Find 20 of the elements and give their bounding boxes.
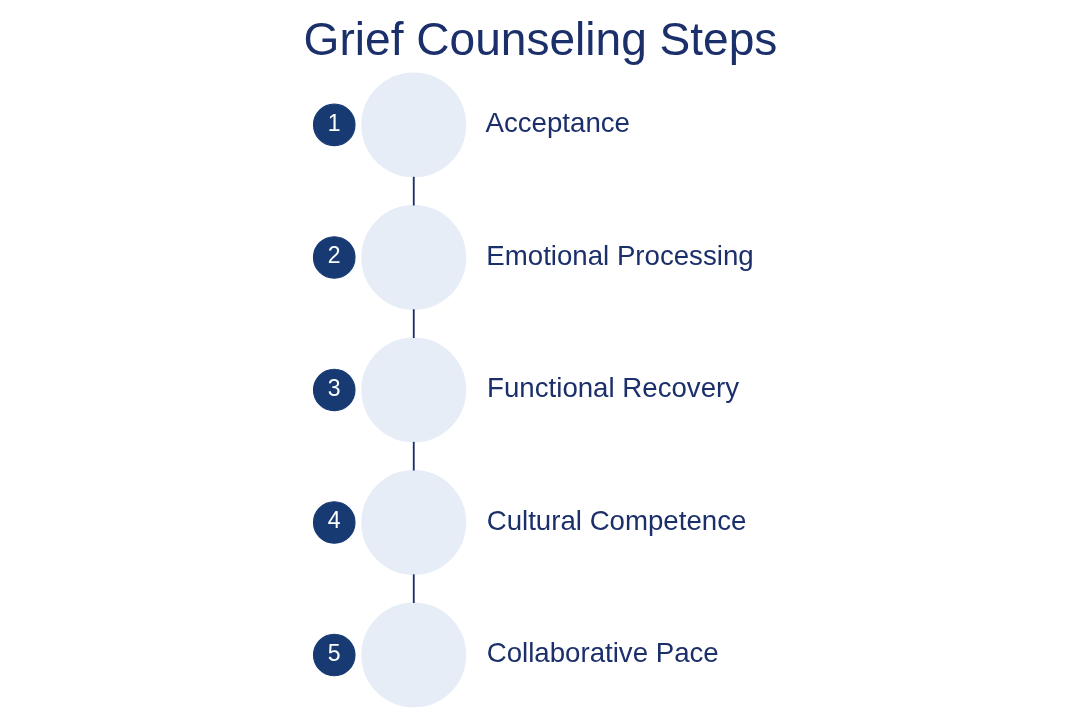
node-circle [360, 602, 466, 708]
node-label: Functional Recovery [486, 372, 739, 404]
node-circle [360, 72, 466, 178]
node-circle: 4 [312, 501, 356, 544]
connector [412, 308, 415, 339]
node-circle [360, 337, 466, 443]
node-circle: 5 [312, 633, 356, 677]
node-circle [360, 205, 466, 310]
node-circle: 2 [312, 236, 356, 279]
node-label: Cultural Competence [486, 504, 746, 536]
node-circle [360, 470, 466, 575]
connector [412, 175, 415, 207]
connector [412, 440, 415, 472]
node-label: Acceptance [485, 107, 630, 139]
connector [412, 573, 415, 604]
node-label: Collaborative Pace [486, 637, 719, 669]
node-label: Emotional Processing [485, 239, 754, 271]
node-circle: 1 [312, 103, 356, 147]
node-circle: 3 [312, 368, 356, 412]
diagram-title: Grief Counseling Steps [303, 12, 777, 65]
